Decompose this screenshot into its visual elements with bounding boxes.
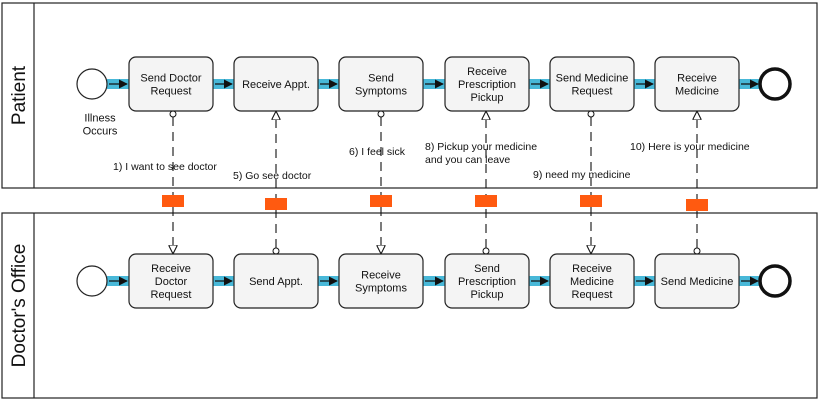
message-label-line: and you can leave [425, 154, 510, 166]
message-flow-origin [587, 110, 595, 118]
task-box [444, 56, 530, 112]
task-label-line: Receive [361, 270, 401, 282]
task-label-line: Medicine [570, 276, 614, 288]
messages-layer: 1) I want to see doctor 5) Go see doctor 6… [113, 110, 750, 255]
task-box [338, 56, 424, 112]
message-label: 1) I want to see doctor [113, 161, 217, 173]
task-label-line: Send [474, 263, 500, 275]
task-label-line: Pickup [470, 289, 503, 301]
task-label-line: Send Appt. [249, 276, 303, 288]
task-box [549, 56, 635, 112]
message-flow-origin [272, 247, 280, 255]
task-label-line: Symptoms [355, 283, 407, 295]
message-marker [475, 195, 497, 207]
task-label-line: Send [368, 73, 394, 85]
message-marker [162, 195, 184, 207]
task-label-line: Receive [467, 66, 507, 78]
flows-layer [107, 79, 760, 286]
task-label-line: Receive [677, 73, 717, 85]
task-box [233, 56, 319, 112]
end-event [758, 67, 792, 101]
message-label: 9) need my medicine [533, 169, 631, 181]
task-label: Send Appt. [249, 276, 303, 288]
task-label: Receive Appt. [242, 79, 310, 91]
task-label: Send Medicine [661, 276, 734, 288]
task-label-line: Request [151, 86, 192, 98]
task-label-line: Receive Appt. [242, 79, 310, 91]
swimlane-label: Doctor's Office [9, 244, 30, 368]
message-label-line: 8) Pickup your medicine [425, 141, 537, 153]
task-box [128, 56, 214, 112]
swimlane-label: Patient [9, 65, 30, 125]
message-marker [686, 199, 708, 211]
task-label-line: Prescription [458, 79, 516, 91]
message-marker [370, 195, 392, 207]
task-label-line: Request [572, 86, 613, 98]
task-label-line: Symptoms [355, 86, 407, 98]
task-label-line: Medicine [675, 86, 719, 98]
task-box [549, 253, 635, 309]
message-flow-origin [169, 110, 177, 118]
message-label: 6) I feel sick [349, 146, 406, 158]
task-label-line: Request [572, 289, 613, 301]
message-label: 5) Go see doctor [233, 170, 312, 182]
task-label-line: Receive [572, 263, 612, 275]
task-box [233, 253, 319, 309]
message-flow-origin [693, 247, 701, 255]
task-box [338, 253, 424, 309]
end-event [758, 264, 792, 298]
task-label-line: Send Doctor [140, 73, 201, 85]
task-box [654, 56, 740, 112]
message-marker [580, 195, 602, 207]
task-box [128, 253, 214, 309]
message-flow-origin [377, 110, 385, 118]
message-marker [265, 198, 287, 210]
task-label-line: Request [151, 289, 192, 301]
task-label-line: Prescription [458, 276, 516, 288]
task-box [654, 253, 740, 309]
task-label-line: Doctor [155, 276, 188, 288]
task-box [444, 253, 530, 309]
message-label-line: 1) I want to see doctor [113, 161, 217, 173]
message-flow-origin [482, 247, 490, 255]
start-event [76, 265, 108, 297]
message-label: 10) Here is your medicine [630, 141, 750, 153]
start-event [76, 68, 108, 100]
task-label-line: Send Medicine [556, 73, 629, 85]
task-label-line: Send Medicine [661, 276, 734, 288]
start-event-label-line: Occurs [83, 126, 118, 138]
task-label-line: Receive [151, 263, 191, 275]
message-label-line: 6) I feel sick [349, 146, 406, 158]
message-label-line: 10) Here is your medicine [630, 141, 750, 153]
message-label-line: 5) Go see doctor [233, 170, 312, 182]
start-event-label-line: Illness [84, 113, 116, 125]
message-label-line: 9) need my medicine [533, 169, 631, 181]
task-label-line: Pickup [470, 92, 503, 104]
